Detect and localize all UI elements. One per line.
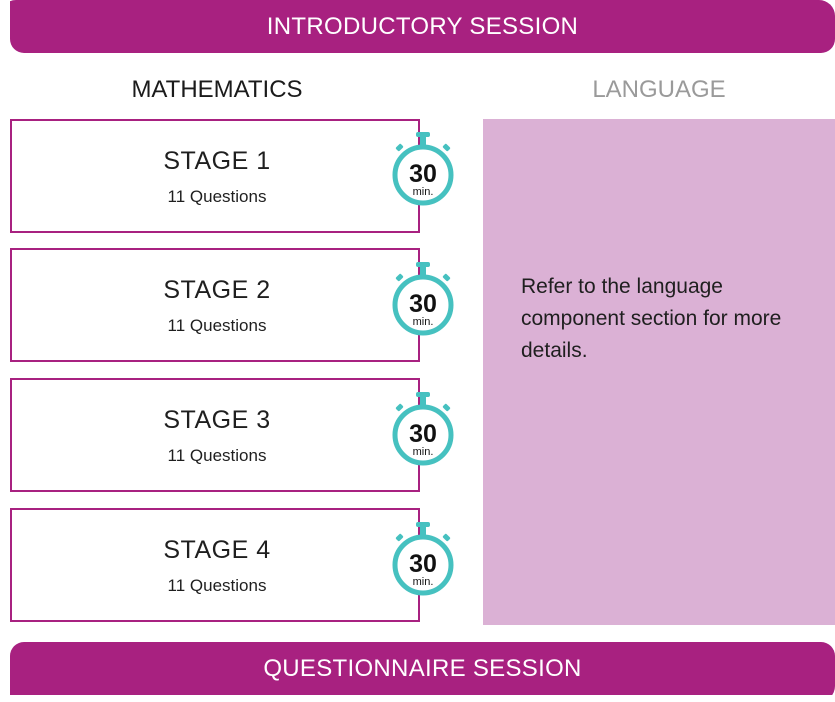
language-note: Refer to the language component section … bbox=[521, 275, 782, 362]
stopwatch-icon bbox=[392, 132, 454, 206]
introductory-session-banner: INTRODUCTORY SESSION bbox=[10, 0, 835, 53]
timer-unit: min. bbox=[412, 576, 434, 588]
stopwatch-icon bbox=[392, 522, 454, 596]
timer-unit: min. bbox=[412, 186, 434, 198]
stopwatch-icon bbox=[392, 262, 454, 336]
stopwatch-icon bbox=[392, 392, 454, 466]
language-heading: LANGUAGE bbox=[592, 76, 726, 103]
stage-3-timer: 30 min. bbox=[388, 388, 458, 474]
timer-unit: min. bbox=[412, 316, 434, 328]
language-panel: Refer to the language component section … bbox=[483, 119, 835, 625]
timer-minutes: 30 bbox=[409, 420, 437, 448]
stage-2-timer: 30 min. bbox=[388, 258, 458, 344]
stage-card-4: STAGE 4 11 Questions bbox=[10, 508, 420, 622]
stage-card-1: STAGE 1 11 Questions bbox=[10, 119, 420, 233]
timer-minutes: 30 bbox=[409, 160, 437, 188]
mathematics-heading: MATHEMATICS bbox=[131, 76, 303, 103]
stage-card-3: STAGE 3 11 Questions bbox=[10, 378, 420, 492]
stage-question-count: 11 Questions bbox=[167, 187, 267, 206]
stage-title: STAGE 3 bbox=[163, 406, 271, 434]
stage-question-count: 11 Questions bbox=[167, 446, 267, 465]
stage-title: STAGE 4 bbox=[163, 536, 271, 564]
timer-minutes: 30 bbox=[409, 290, 437, 318]
stage-title: STAGE 2 bbox=[163, 276, 271, 304]
stage-4-timer: 30 min. bbox=[388, 518, 458, 604]
timer-minutes: 30 bbox=[409, 550, 437, 578]
stage-question-count: 11 Questions bbox=[167, 316, 267, 335]
stage-question-count: 11 Questions bbox=[167, 576, 267, 595]
stage-1-timer: 30 min. bbox=[388, 128, 458, 214]
stage-card-2: STAGE 2 11 Questions bbox=[10, 248, 420, 362]
questionnaire-session-banner: QUESTIONNAIRE SESSION bbox=[10, 642, 835, 695]
stage-title: STAGE 1 bbox=[163, 147, 271, 175]
timer-unit: min. bbox=[412, 446, 434, 458]
